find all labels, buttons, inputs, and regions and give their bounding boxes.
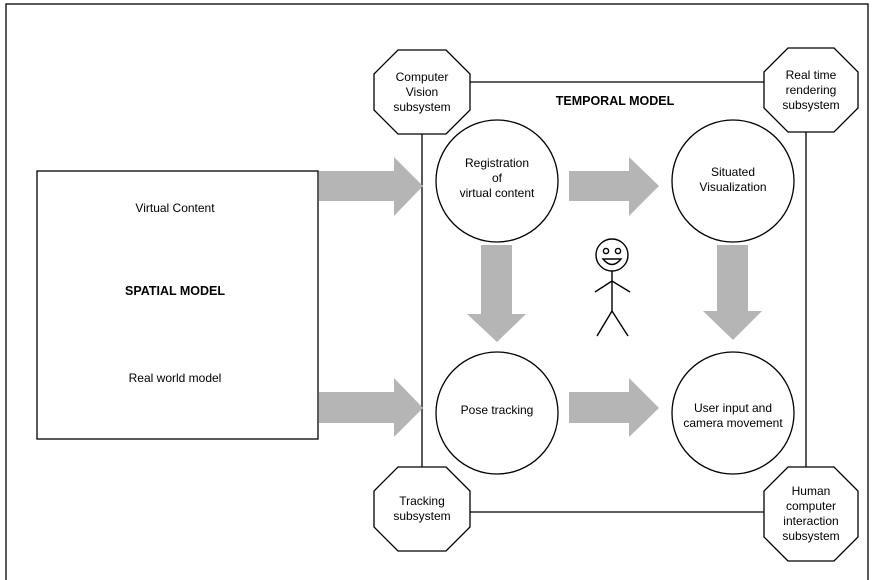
computer-vision-subsystem-label: Computer Vision subsystem bbox=[393, 69, 451, 114]
temporal-model-title: TEMPORAL MODEL bbox=[555, 93, 675, 108]
registration-circle bbox=[435, 119, 559, 243]
user-input-label: User input and camera movement bbox=[683, 401, 783, 430]
spatial-model-box bbox=[36, 170, 319, 440]
tracking-subsystem-label: Tracking subsystem bbox=[393, 494, 451, 523]
rendering-subsystem-label: Real time rendering subsystem bbox=[782, 67, 840, 112]
hci-subsystem-label: Human computer interaction subsystem bbox=[782, 484, 840, 543]
spatial-model-title: SPATIAL MODEL bbox=[125, 283, 225, 298]
pose-tracking-label: Pose tracking bbox=[460, 402, 534, 417]
rendering-octagon bbox=[763, 47, 859, 133]
arrow-registration-to-situated bbox=[569, 157, 659, 216]
arrow-registration-to-pose bbox=[467, 245, 526, 342]
tracking-octagon bbox=[373, 466, 471, 552]
registration-label: Registration of virtual content bbox=[459, 155, 535, 200]
stick-figure-icon bbox=[594, 238, 631, 337]
situated-visualization-label: Situated Visualization bbox=[699, 165, 767, 194]
outer-frame bbox=[5, 3, 869, 580]
real-world-model-label: Real world model bbox=[128, 370, 222, 385]
arrow-pose-to-user-input bbox=[569, 378, 659, 437]
arrow-situated-to-user-input bbox=[703, 245, 762, 340]
hci-octagon bbox=[763, 466, 859, 562]
pose-tracking-circle bbox=[435, 351, 559, 475]
user-input-circle bbox=[671, 351, 795, 475]
situated-visualization-circle bbox=[671, 119, 795, 243]
computer-vision-octagon bbox=[373, 49, 471, 135]
virtual-content-label: Virtual Content bbox=[135, 200, 215, 215]
arrow-realworld-to-pose bbox=[319, 378, 423, 437]
arrow-virtual-to-registration bbox=[319, 157, 423, 216]
